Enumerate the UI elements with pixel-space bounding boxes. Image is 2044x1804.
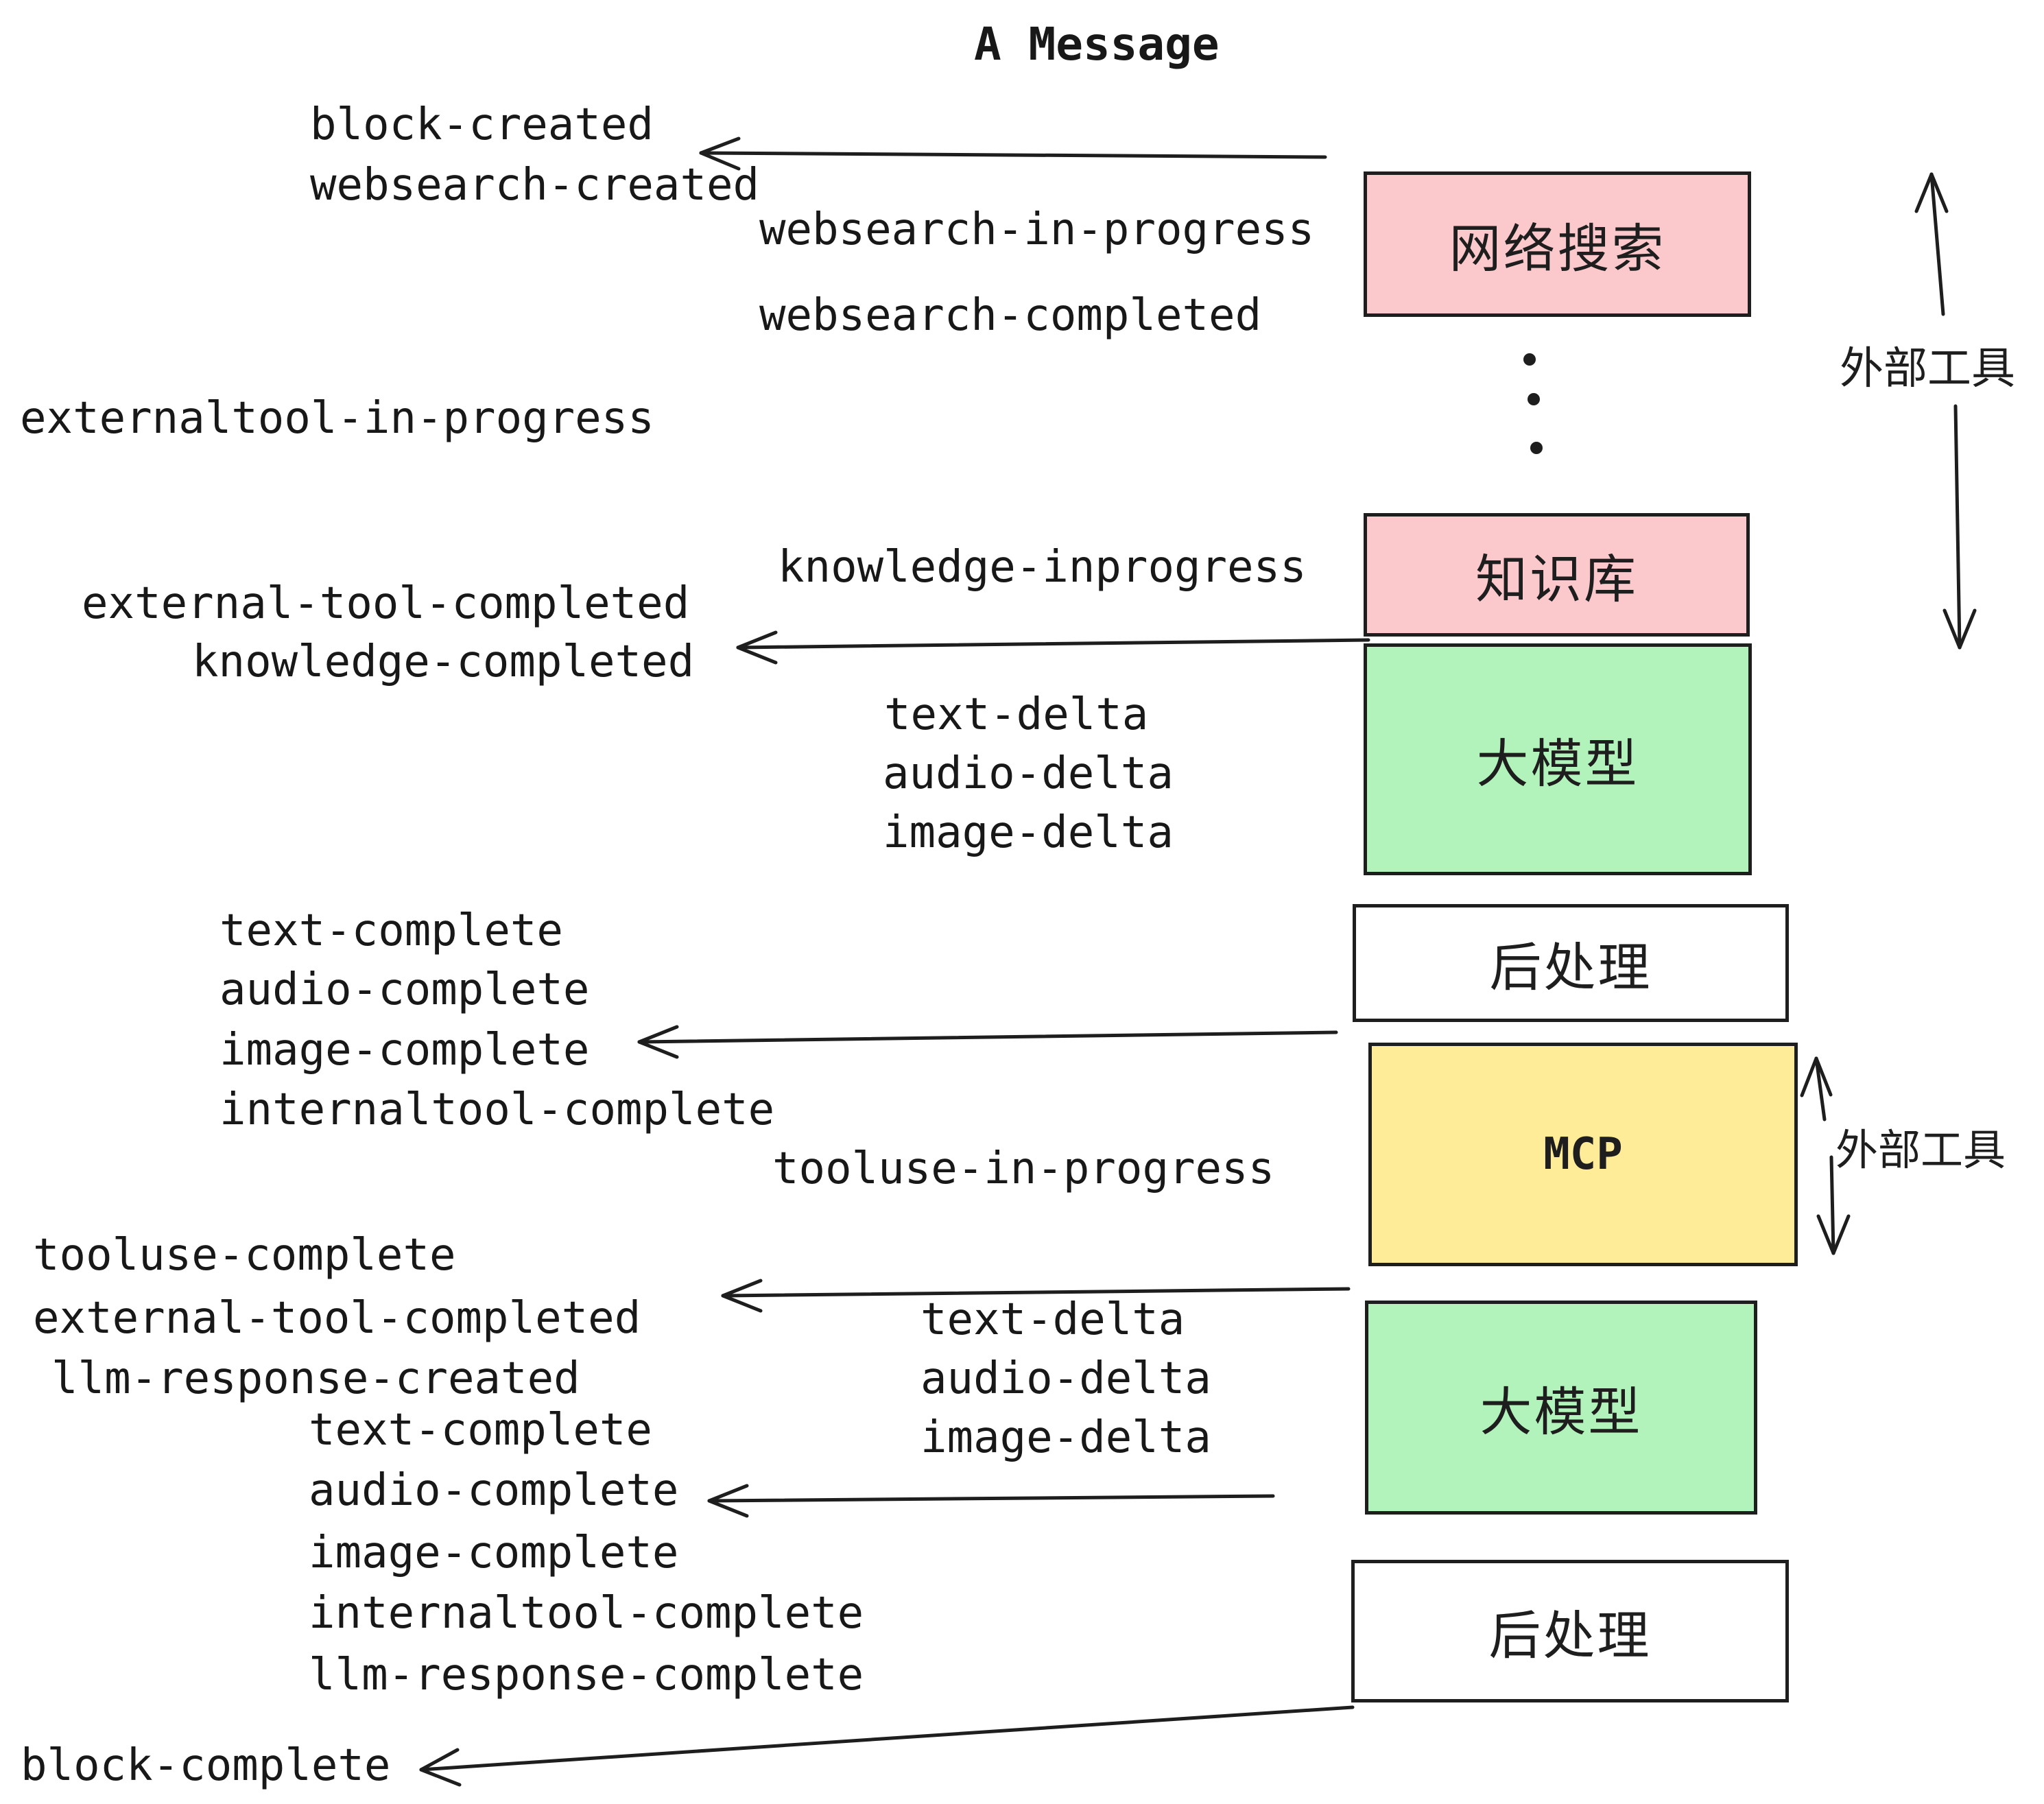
event-label-internaltool-complete-2: internaltool-complete	[309, 1588, 864, 1639]
diagram-title: A Message	[974, 18, 1220, 71]
event-label-external-tool-completed-1: external-tool-completed	[82, 578, 690, 629]
event-label-llm-response-complete: llm-response-complete	[309, 1650, 864, 1700]
llm-box-2: 大模型	[1365, 1301, 1757, 1515]
event-label-internaltool-complete-1: internaltool-complete	[219, 1084, 775, 1135]
websearch-box: 网络搜索	[1364, 171, 1751, 317]
event-label-block-created: block-created	[310, 99, 654, 150]
event-label-image-complete-2: image-complete	[309, 1528, 679, 1578]
event-label-websearch-in-progress: websearch-in-progress	[759, 204, 1315, 255]
knowledge-base-box-label: 知识库	[1475, 551, 1638, 609]
llm-box-2-label: 大模型	[1479, 1384, 1643, 1442]
event-label-websearch-completed: websearch-completed	[759, 290, 1262, 341]
event-label-text-complete-2: text-complete	[309, 1405, 652, 1456]
event-label-audio-complete-2: audio-complete	[309, 1465, 679, 1516]
postprocess-box-2: 后处理	[1351, 1560, 1789, 1702]
external-tools-down-arrow-icon	[1942, 404, 1977, 650]
arrow-to-image-complete-icon	[637, 1025, 1338, 1059]
event-label-block-complete: block-complete	[21, 1740, 391, 1791]
event-label-audio-delta-2: audio-delta	[920, 1353, 1211, 1404]
event-label-knowledge-completed: knowledge-completed	[192, 637, 695, 687]
arrow-to-block-complete-icon	[419, 1705, 1355, 1787]
event-label-external-tool-completed-2: external-tool-completed	[33, 1293, 641, 1344]
mcp-external-tools-up-arrow-icon	[1800, 1056, 1833, 1121]
external-tools-label-mid: 外部工具	[1835, 1127, 2006, 1174]
websearch-box-label: 网络搜索	[1449, 220, 1666, 278]
event-label-text-delta-2: text-delta	[920, 1294, 1185, 1345]
llm-box-1: 大模型	[1364, 643, 1752, 875]
event-label-audio-delta-1: audio-delta	[883, 748, 1174, 799]
knowledge-base-box: 知识库	[1364, 513, 1750, 637]
event-label-knowledge-inprogress: knowledge-inprogress	[778, 542, 1307, 593]
postprocess-box-2-label: 后处理	[1488, 1607, 1652, 1665]
arrow-to-knowledge-completed-icon	[736, 630, 1370, 665]
arrow-to-tooluse-complete-icon	[721, 1279, 1351, 1313]
ellipsis-dots-icon	[1523, 353, 1543, 454]
event-label-image-delta-2: image-delta	[920, 1412, 1211, 1463]
mcp-box: MCP	[1368, 1043, 1798, 1266]
postprocess-box-1: 后处理	[1353, 904, 1789, 1022]
event-label-llm-response-created: llm-response-created	[51, 1353, 580, 1404]
event-label-text-delta-1: text-delta	[884, 689, 1149, 740]
llm-box-1-label: 大模型	[1476, 735, 1639, 794]
external-tools-label-top: 外部工具	[1840, 344, 2015, 393]
mcp-external-tools-down-arrow-icon	[1816, 1155, 1851, 1255]
event-label-image-delta-1: image-delta	[883, 807, 1174, 858]
mcp-box-label: MCP	[1543, 1129, 1623, 1180]
postprocess-box-1-label: 后处理	[1489, 939, 1652, 997]
external-tools-up-arrow-icon	[1914, 172, 1949, 316]
event-label-externaltool-in-progress: externaltool-in-progress	[20, 393, 654, 444]
event-label-image-complete-1: image-complete	[219, 1025, 590, 1076]
arrow-to-websearch-created-icon	[699, 137, 1327, 171]
event-label-websearch-created: websearch-created	[310, 160, 760, 211]
event-label-tooluse-in-progress: tooluse-in-progress	[772, 1143, 1275, 1194]
event-label-text-complete-1: text-complete	[219, 905, 563, 956]
arrow-to-audio-complete-icon	[707, 1484, 1275, 1518]
event-label-audio-complete-1: audio-complete	[219, 964, 590, 1015]
event-label-tooluse-complete: tooluse-complete	[33, 1230, 456, 1281]
